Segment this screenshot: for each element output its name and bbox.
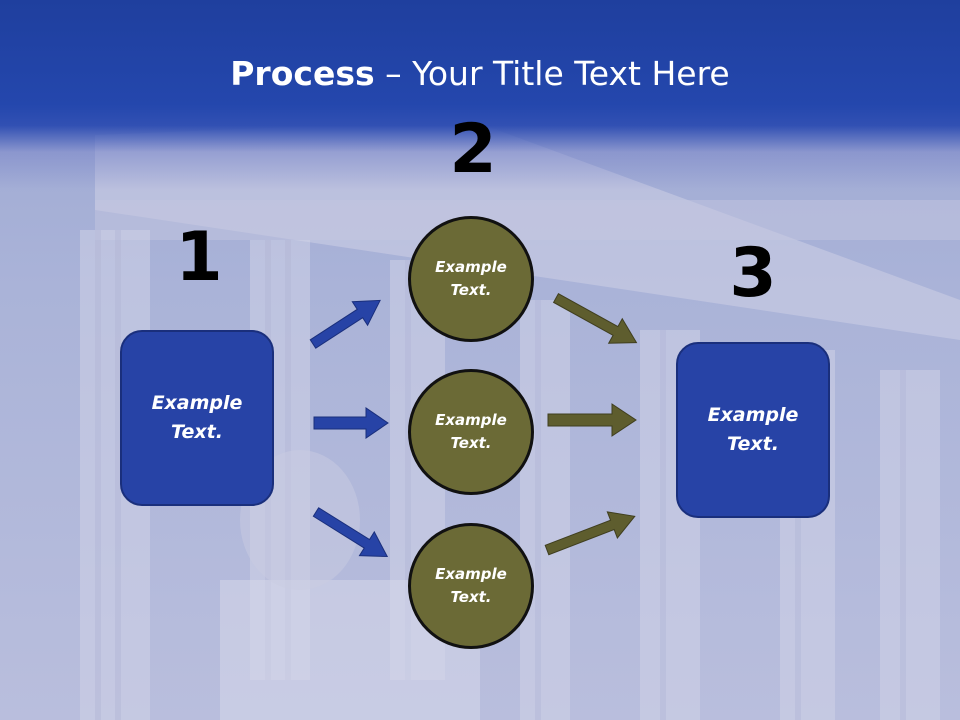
slide-title: Process – Your Title Text Here — [0, 52, 960, 96]
title-band — [0, 0, 960, 190]
arrow-olive-up — [544, 511, 636, 556]
circle-top-text: Example Text. — [435, 258, 507, 299]
arrow-blue-straight — [313, 407, 389, 439]
left-step-box: Example Text. — [120, 330, 274, 506]
arrow-olive-down — [552, 292, 638, 344]
middle-circle-top: Example Text. — [408, 216, 534, 342]
step-number-3: 3 — [729, 234, 777, 313]
circle-center-text: Example Text. — [435, 411, 507, 452]
arrow-blue-down — [312, 507, 389, 558]
arrow-blue-up — [309, 299, 381, 349]
title-bold-word: Process — [230, 54, 375, 93]
middle-circle-bottom: Example Text. — [408, 523, 534, 649]
right-step-text: Example Text. — [707, 404, 799, 455]
left-step-text: Example Text. — [151, 392, 243, 443]
right-step-box: Example Text. — [676, 342, 830, 518]
middle-circle-center: Example Text. — [408, 369, 534, 495]
arrow-olive-straight — [547, 403, 637, 437]
circle-bottom-text: Example Text. — [435, 565, 507, 606]
step-number-2: 2 — [449, 110, 497, 189]
title-rest: – Your Title Text Here — [374, 54, 730, 93]
step-number-1: 1 — [175, 218, 223, 297]
